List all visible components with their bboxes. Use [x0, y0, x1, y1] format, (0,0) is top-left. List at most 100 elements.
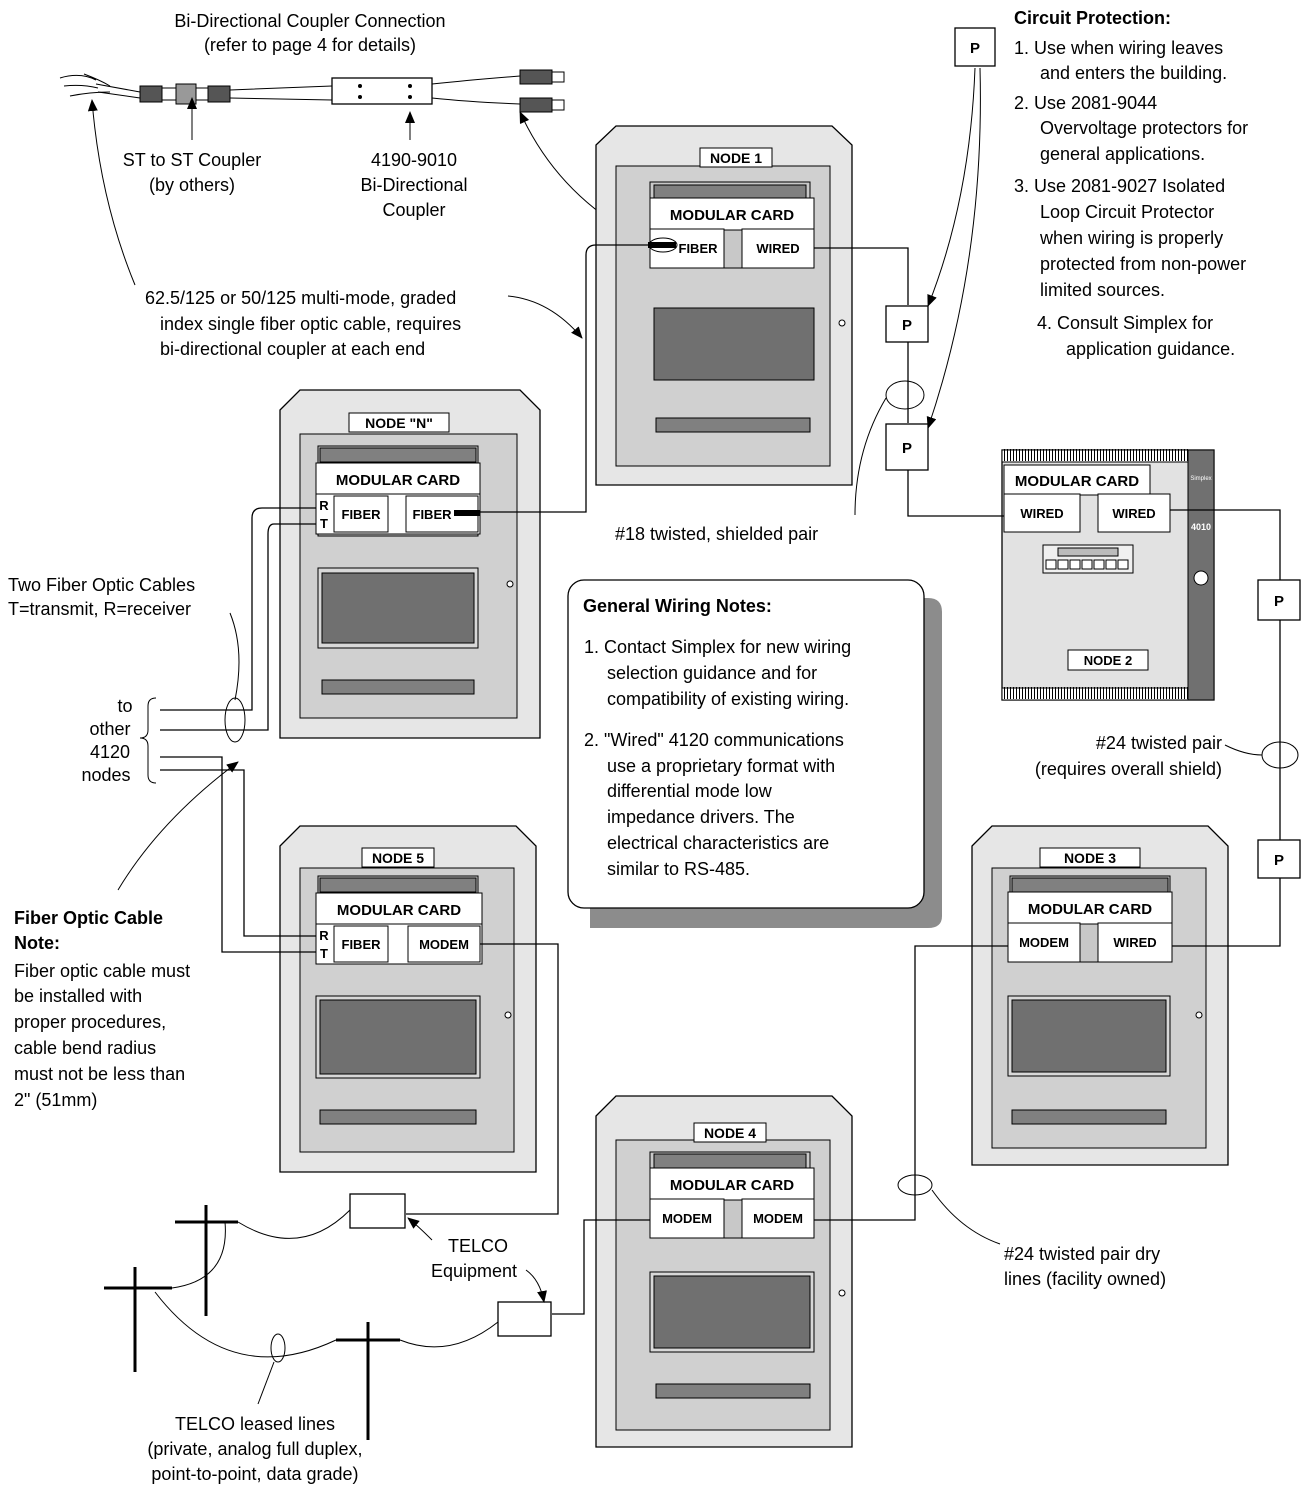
- node-3-title: NODE 3: [1064, 850, 1116, 866]
- legend-protector-box: [954, 27, 996, 67]
- node-2-left-port: WIRED: [1020, 506, 1063, 521]
- cp-line-9: protected from non-power: [1040, 254, 1246, 274]
- node-1-title: NODE 1: [710, 150, 762, 166]
- two-fiber-label-2: T=transmit, R=receiver: [8, 599, 191, 619]
- node-2-panel: MODULAR CARD WIRED WIRED NODE 2 Simplex …: [1001, 449, 1215, 701]
- node-2-title: NODE 2: [1084, 653, 1132, 668]
- telephone-pole-1: [175, 1205, 238, 1316]
- coupler-illustration: [59, 69, 565, 113]
- cp-line-3: 2. Use 2081-9044: [1014, 93, 1157, 113]
- legend-protector-label: P: [970, 40, 980, 57]
- node-1-left-port: FIBER: [679, 241, 719, 256]
- bidirectional-coupler-shape: [331, 77, 433, 105]
- fiber-note-line-3: proper procedures,: [14, 1012, 166, 1032]
- cp-line-12: application guidance.: [1066, 339, 1235, 359]
- dry-lines-label-2: lines (facility owned): [1004, 1269, 1166, 1289]
- st-coupler-label-2: (by others): [149, 175, 235, 195]
- telephone-pole-3: [336, 1322, 400, 1440]
- protector-1: [885, 305, 929, 343]
- telco-equipment-1: [349, 1193, 406, 1229]
- coupler-title: Bi-Directional Coupler Connection: [174, 11, 445, 31]
- node-3-cabinet: NODE 3 MODULAR CARD MODEM WIRED: [971, 825, 1229, 1166]
- node-n-t-label: T: [320, 516, 328, 531]
- other-nodes-1: to: [117, 696, 132, 716]
- protector-3-label: P: [1274, 593, 1284, 610]
- circuit-protection-title: Circuit Protection:: [1014, 8, 1171, 28]
- other-nodes-4: nodes: [81, 765, 130, 785]
- fiber-note-line-1: Fiber optic cable must: [14, 961, 190, 981]
- bd-coupler-label-2: Bi-Directional: [360, 175, 467, 195]
- node-1-right-port: WIRED: [756, 241, 799, 256]
- telco-leased-1: TELCO leased lines: [175, 1414, 335, 1434]
- node-2-right-port: WIRED: [1112, 506, 1155, 521]
- node-4-title: NODE 4: [704, 1125, 756, 1141]
- gn-line-2: selection guidance and for: [607, 663, 817, 683]
- panel-brand: Simplex: [1190, 476, 1211, 482]
- telco-leased-3: point-to-point, data grade): [151, 1464, 358, 1484]
- other-nodes-2: other: [89, 719, 130, 739]
- node-n-r-label: R: [319, 498, 329, 513]
- node-5-card-label: MODULAR CARD: [337, 902, 461, 919]
- cp-line-1: 1. Use when wiring leaves: [1014, 38, 1223, 58]
- telco-equipment-label-1: TELCO: [448, 1236, 508, 1256]
- node-n-card-label: MODULAR CARD: [336, 472, 460, 489]
- node-2-card-label: MODULAR CARD: [1015, 473, 1139, 490]
- fiber-cable-spec-3: bi-directional coupler at each end: [160, 339, 425, 359]
- node-5-cabinet: NODE 5 MODULAR CARD R T FIBER MODEM: [279, 825, 537, 1173]
- node-5-t-label: T: [320, 946, 328, 961]
- node-3-left-port: MODEM: [1019, 935, 1069, 950]
- bundle-ellipse-3: [897, 1174, 933, 1196]
- node-5-right-port: MODEM: [419, 937, 469, 952]
- coupler-subtitle: (refer to page 4 for details): [204, 35, 416, 55]
- fiber-cable-spec-2: index single fiber optic cable, requires: [160, 314, 461, 334]
- other-nodes-3: 4120: [90, 742, 130, 762]
- gn-line-4: 2. "Wired" 4120 communications: [584, 730, 844, 750]
- node-n-left-port: FIBER: [342, 507, 382, 522]
- cp-line-7: Loop Circuit Protector: [1040, 202, 1214, 222]
- dry-lines-label-1: #24 twisted pair dry: [1004, 1244, 1160, 1264]
- bd-coupler-label-3: Coupler: [382, 200, 445, 220]
- node-4-card-label: MODULAR CARD: [670, 1177, 794, 1194]
- two-fiber-label-1: Two Fiber Optic Cables: [8, 575, 195, 595]
- node-4-left-port: MODEM: [662, 1211, 712, 1226]
- gn-line-9: similar to RS-485.: [607, 859, 750, 879]
- st-coupler-label-1: ST to ST Coupler: [123, 150, 261, 170]
- bd-coupler-label-1: 4190-9010: [371, 150, 457, 170]
- cp-line-8: when wiring is properly: [1039, 228, 1223, 248]
- general-notes-title: General Wiring Notes:: [583, 596, 772, 616]
- telco-equipment-2: [497, 1301, 552, 1337]
- panel-model: 4010: [1191, 522, 1211, 532]
- cp-line-10: limited sources.: [1040, 280, 1165, 300]
- node-n-title: NODE "N": [365, 415, 433, 431]
- bundle-ellipse-1: [885, 380, 925, 410]
- telco-equipment-label-2: Equipment: [431, 1261, 517, 1281]
- fiber-note-line-5: must not be less than: [14, 1064, 185, 1084]
- protector-3: [1257, 579, 1301, 621]
- cp-line-5: general applications.: [1040, 144, 1205, 164]
- cp-line-11: 4. Consult Simplex for: [1037, 313, 1213, 333]
- shielded-pair-label: #18 twisted, shielded pair: [615, 524, 818, 544]
- wiring: [160, 244, 1281, 1315]
- fiber-note-line-2: be installed with: [14, 986, 142, 1006]
- node-4-cabinet: NODE 4 MODULAR CARD MODEM MODEM: [595, 1095, 853, 1448]
- node-n-cabinet: NODE "N" MODULAR CARD R T FIBER FIBER: [279, 389, 541, 739]
- fiber-note-line-4: cable bend radius: [14, 1038, 156, 1058]
- protector-2-label: P: [902, 440, 912, 457]
- telephone-pole-2: [104, 1267, 172, 1372]
- twisted24-label-1: #24 twisted pair: [1096, 733, 1222, 753]
- gn-line-3: compatibility of existing wiring.: [607, 689, 849, 709]
- node-5-left-port: FIBER: [342, 937, 382, 952]
- gn-line-1: 1. Contact Simplex for new wiring: [584, 637, 851, 657]
- node-3-right-port: WIRED: [1113, 935, 1156, 950]
- gn-line-8: electrical characteristics are: [607, 833, 829, 853]
- protector-1-label: P: [902, 317, 912, 334]
- fiber-note-line-6: 2" (51mm): [14, 1090, 97, 1110]
- cp-line-4: Overvoltage protectors for: [1040, 118, 1248, 138]
- node-1-card-label: MODULAR CARD: [670, 207, 794, 224]
- node-3-card-label: MODULAR CARD: [1028, 901, 1152, 918]
- node-4-right-port: MODEM: [753, 1211, 803, 1226]
- node-n-right-port: FIBER: [413, 507, 453, 522]
- twisted24-label-2: (requires overall shield): [1035, 759, 1222, 779]
- general-notes-box: [567, 579, 942, 928]
